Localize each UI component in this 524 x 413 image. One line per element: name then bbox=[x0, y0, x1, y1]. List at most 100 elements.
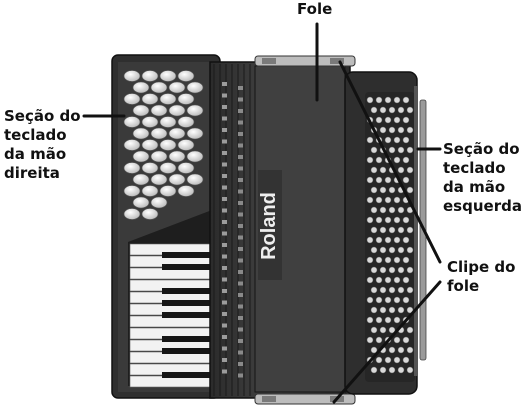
bass-button bbox=[379, 266, 387, 274]
bass-button bbox=[393, 96, 401, 104]
bass-button bbox=[370, 146, 378, 154]
bass-button bbox=[366, 316, 374, 324]
bass-button bbox=[406, 186, 414, 194]
bass-button bbox=[370, 286, 378, 294]
treble-button bbox=[123, 185, 141, 197]
bellows-corner-mark bbox=[238, 235, 243, 240]
black-key bbox=[162, 264, 210, 270]
treble-button bbox=[123, 139, 141, 151]
bellows-corner-mark bbox=[222, 335, 227, 339]
bass-button bbox=[379, 186, 387, 194]
treble-button bbox=[123, 116, 141, 128]
bellows-clip-top bbox=[254, 55, 356, 67]
treble-button bbox=[177, 139, 195, 151]
bellows-corner-mark bbox=[222, 128, 227, 132]
bass-button bbox=[388, 326, 396, 334]
bass-button bbox=[366, 256, 374, 264]
bass-button bbox=[406, 226, 414, 234]
bass-button bbox=[366, 216, 374, 224]
treble-button bbox=[159, 185, 177, 197]
bellows-corner-mark bbox=[238, 178, 243, 182]
black-key bbox=[162, 288, 210, 294]
bass-button bbox=[397, 286, 405, 294]
bellows-corner-mark bbox=[222, 312, 227, 316]
bass-button bbox=[384, 96, 392, 104]
bass-button bbox=[366, 296, 374, 304]
treble-button bbox=[168, 81, 186, 94]
bellows-corner-mark bbox=[222, 243, 227, 247]
bellows-corner-mark bbox=[222, 358, 227, 362]
bellows-corner-mark bbox=[238, 362, 243, 366]
bass-button bbox=[388, 246, 396, 254]
bass-buttons bbox=[366, 96, 414, 374]
bellows-corner-mark bbox=[222, 93, 227, 98]
bass-button bbox=[402, 156, 410, 164]
bass-button bbox=[388, 366, 396, 374]
bass-button bbox=[406, 366, 414, 374]
bass-button bbox=[366, 136, 374, 144]
treble-button bbox=[132, 127, 150, 140]
treble-button bbox=[186, 127, 204, 140]
bass-button bbox=[393, 296, 401, 304]
bellows-corner-mark bbox=[222, 82, 227, 86]
treble-button bbox=[159, 116, 177, 128]
treble-button bbox=[150, 150, 168, 163]
black-key bbox=[162, 348, 210, 354]
black-key bbox=[162, 372, 210, 378]
bass-button bbox=[370, 346, 378, 354]
treble-button bbox=[159, 162, 177, 174]
bellows-corner-mark bbox=[222, 197, 227, 201]
left-hand-keyboard-label: Seção do teclado da mão esquerda bbox=[443, 140, 522, 215]
black-key bbox=[162, 300, 210, 306]
bass-button bbox=[366, 176, 374, 184]
bass-button bbox=[375, 156, 383, 164]
treble-button bbox=[141, 70, 159, 82]
bass-button bbox=[379, 246, 387, 254]
logo-plate bbox=[258, 170, 282, 280]
bass-button bbox=[397, 126, 405, 134]
bellows-corner-mark bbox=[238, 350, 243, 355]
bellows-clip-label: Clipe do fole bbox=[447, 258, 516, 295]
bass-button bbox=[402, 256, 410, 264]
bass-button bbox=[370, 186, 378, 194]
bellows-corner-mark bbox=[222, 277, 227, 282]
bass-button bbox=[379, 166, 387, 174]
bass-button bbox=[402, 96, 410, 104]
bass-button bbox=[397, 146, 405, 154]
bass-button bbox=[370, 246, 378, 254]
treble-button bbox=[123, 93, 141, 105]
bass-button bbox=[406, 146, 414, 154]
bass-button bbox=[402, 136, 410, 144]
treble-button bbox=[132, 150, 150, 163]
bass-button bbox=[375, 296, 383, 304]
treble-button bbox=[141, 208, 159, 220]
bass-button bbox=[402, 356, 410, 364]
bass-button bbox=[402, 276, 410, 284]
bass-button bbox=[393, 236, 401, 244]
bellows-corner-mark bbox=[222, 346, 227, 351]
bellows-corner-mark bbox=[222, 254, 227, 259]
black-key bbox=[162, 312, 210, 318]
treble-button bbox=[177, 162, 195, 174]
treble-button bbox=[168, 173, 186, 186]
bass-button bbox=[397, 166, 405, 174]
bellows-corner-mark bbox=[238, 304, 243, 309]
treble-button bbox=[150, 81, 168, 94]
bellows-corner-mark bbox=[222, 139, 227, 144]
bass-button bbox=[388, 146, 396, 154]
bellows-corner-mark bbox=[222, 289, 227, 293]
bass-button bbox=[370, 366, 378, 374]
treble-button bbox=[141, 93, 159, 105]
bellows-corner-mark bbox=[238, 97, 243, 102]
bass-button bbox=[375, 256, 383, 264]
bellows-corner-mark bbox=[238, 247, 243, 251]
bass-button bbox=[375, 96, 383, 104]
bass-button bbox=[366, 276, 374, 284]
bass-button bbox=[406, 306, 414, 314]
bellows-corner-mark bbox=[238, 155, 243, 159]
bellows-corner-mark bbox=[238, 143, 243, 148]
bass-button bbox=[375, 356, 383, 364]
bass-button bbox=[393, 356, 401, 364]
bass-button bbox=[402, 236, 410, 244]
